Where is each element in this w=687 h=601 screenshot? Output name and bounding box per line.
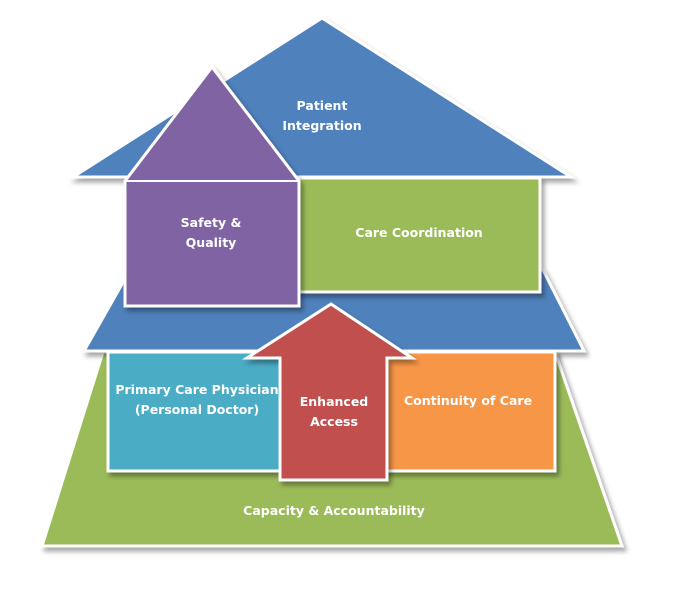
safety-quality-house-shape (123, 64, 301, 308)
enhanced-access-label: Enhanced Access (299, 394, 369, 429)
patient-integration-label: Patient Integration (282, 98, 362, 133)
capacity-accountability-label: Capacity & Accountability (243, 503, 425, 518)
continuity-of-care-box (382, 350, 557, 473)
primary-care-label: Primary Care Physician (Personal Doctor) (115, 382, 279, 417)
care-coordination-label: Care Coordination (355, 225, 483, 240)
care-coordination-box (289, 176, 542, 294)
safety-quality-label: Safety & Quality (180, 215, 242, 250)
primary-care-box (106, 350, 286, 473)
enhanced-access-arrow-shape (241, 302, 417, 482)
continuity-of-care-label: Continuity of Care (403, 393, 533, 408)
